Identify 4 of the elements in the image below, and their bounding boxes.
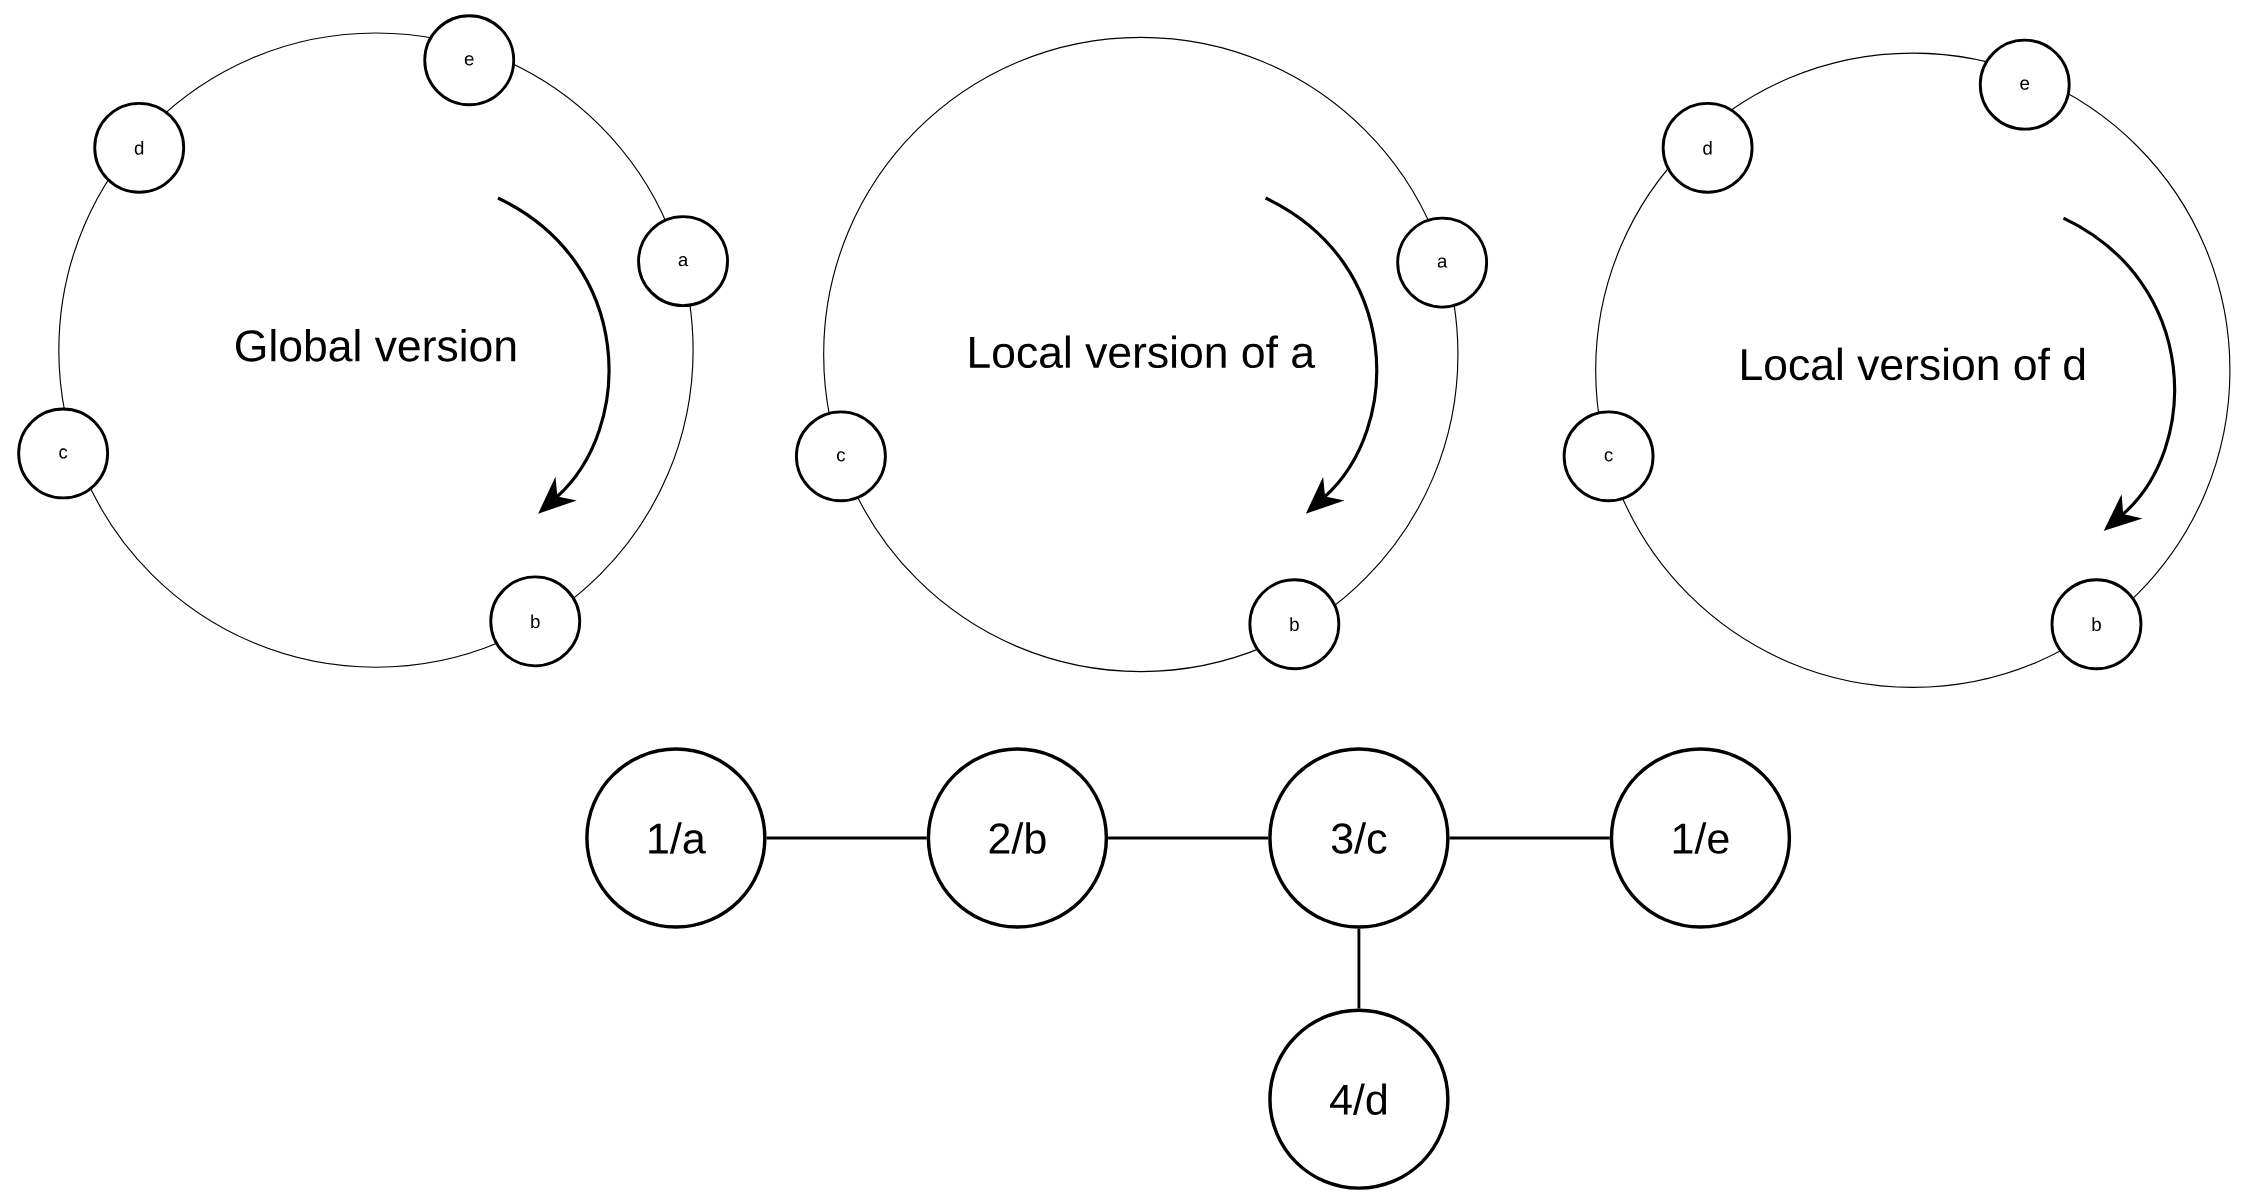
- connector-line: [1449, 836, 1610, 840]
- connector-line: [1108, 836, 1269, 840]
- connector-line: [766, 836, 927, 840]
- connector-line: [1357, 928, 1361, 1009]
